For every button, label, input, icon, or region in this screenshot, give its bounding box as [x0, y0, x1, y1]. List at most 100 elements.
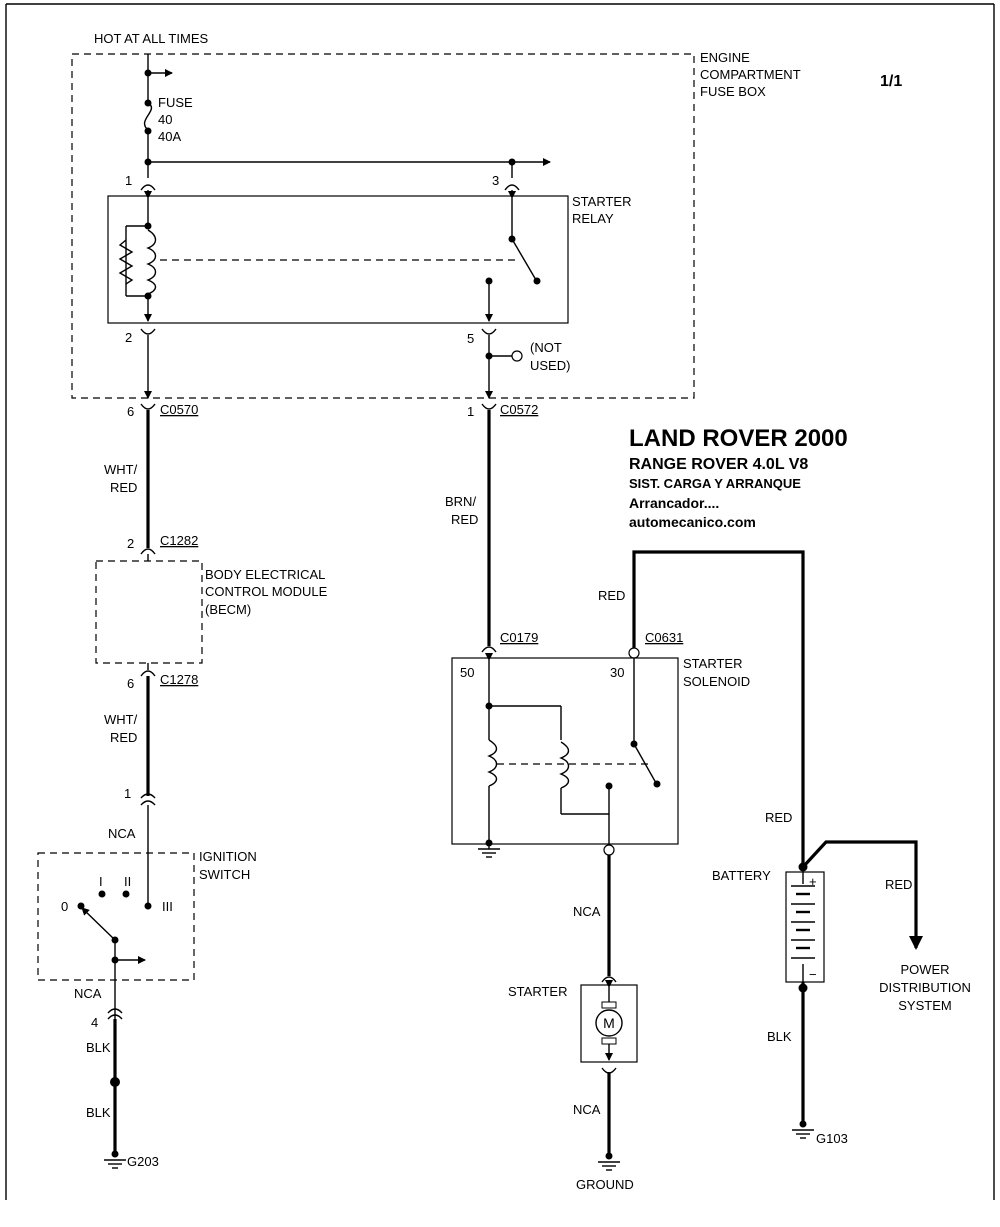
wire-label-red-3: RED	[885, 877, 912, 892]
wire-label-nca-2: NCA	[74, 986, 102, 1001]
c0179-connector	[481, 646, 497, 653]
relay-label-2: RELAY	[572, 211, 614, 226]
solenoid-ground-icon	[478, 843, 500, 858]
ign-pos-0: 0	[61, 899, 68, 914]
c0572-connector	[481, 403, 497, 410]
pin-2-connector	[140, 328, 156, 335]
ign-switch-blade	[81, 907, 116, 941]
wire-label-nca-1: NCA	[108, 826, 136, 841]
pin-5-connector	[481, 328, 497, 335]
ign-pos-ii-contact	[122, 890, 130, 898]
c1282-pin: 2	[127, 536, 134, 551]
wire-label-red-2: RED	[765, 810, 792, 825]
relay-pin-2: 2	[125, 330, 132, 345]
fuse-box: ENGINE COMPARTMENT FUSE BOX	[71, 50, 801, 399]
fuse-box-label-3: FUSE BOX	[700, 84, 766, 99]
c0179-label: C0179	[500, 630, 538, 645]
solenoid-contact-blade	[633, 743, 657, 784]
title-system: SIST. CARGA Y ARRANQUE	[629, 476, 801, 491]
g203-label: G203	[127, 1154, 159, 1169]
ign-pin-1: 1	[124, 786, 131, 801]
c1282-label: C1282	[160, 533, 198, 548]
starter-motor: M STARTER	[508, 976, 638, 1074]
wire-label-blk-3: BLK	[767, 1029, 792, 1044]
fuse-box-label-1: ENGINE	[700, 50, 750, 65]
wire-label-red-1: RED	[598, 588, 625, 603]
relay-switch-blade	[511, 238, 537, 281]
wire-label-blk-2: BLK	[86, 1105, 111, 1120]
ign-pos-ii: II	[124, 874, 131, 889]
c1282-connector	[140, 548, 156, 555]
ground-starter-icon	[598, 1152, 620, 1171]
wire-label-nca-3: NCA	[573, 904, 601, 919]
wire-red-pds	[801, 840, 923, 950]
ign-pos-i-contact	[98, 890, 106, 898]
fuse-40: FUSE 40 40A	[143, 54, 551, 178]
not-used-label-1: (NOT	[530, 340, 562, 355]
relay-pin-5: 5	[467, 331, 474, 346]
resistor-icon	[118, 239, 134, 285]
ign-pin-4-connector-top	[107, 1008, 123, 1014]
pds-label-1: POWER	[900, 962, 949, 977]
pds-label-3: SYSTEM	[898, 998, 951, 1013]
motor-icon	[595, 1009, 623, 1037]
fuse-box-label-2: COMPARTMENT	[700, 67, 801, 82]
c0631-label: C0631	[645, 630, 683, 645]
ignition-label-1: IGNITION	[199, 849, 257, 864]
starter-label: STARTER	[508, 984, 567, 999]
ground-label: GROUND	[576, 1177, 634, 1192]
wire-red-battery-solenoid	[632, 550, 805, 865]
pin-3-connector	[504, 184, 520, 191]
c0570-label: C0570	[160, 402, 198, 417]
ign-pos-iii: III	[162, 899, 173, 914]
relay-label-1: STARTER	[572, 194, 631, 209]
ign-pos-iii-contact	[144, 902, 152, 910]
fuse-name: FUSE	[158, 95, 193, 110]
c1278-pin: 6	[127, 676, 134, 691]
becm-label-3: (BECM)	[205, 602, 251, 617]
wire-label-nca-4: NCA	[573, 1102, 601, 1117]
c0570-connector	[140, 403, 156, 410]
battery: + − BATTERY	[712, 868, 825, 983]
becm-label-2: CONTROL MODULE	[205, 584, 328, 599]
title-site: automecanico.com	[629, 514, 756, 530]
title-block: LAND ROVER 2000 RANGE ROVER 4.0L V8 SIST…	[629, 425, 848, 530]
pds-label: POWER DISTRIBUTION SYSTEM	[879, 962, 971, 1013]
ground-g103-icon	[792, 1120, 814, 1139]
title-model: RANGE ROVER 4.0L V8	[629, 456, 808, 473]
c1278-label: C1278	[160, 672, 198, 687]
g103-label: G103	[816, 1131, 848, 1146]
ignition-switch: IGNITION SWITCH 0 I II III	[37, 849, 257, 1020]
pds-label-2: DISTRIBUTION	[879, 980, 971, 995]
c0572-label: C0572	[500, 402, 538, 417]
wire-label-brn-red-b: RED	[451, 512, 478, 527]
title-main: LAND ROVER 2000	[629, 425, 848, 452]
c0570-pin: 6	[127, 404, 134, 419]
hot-at-all-times-label: HOT AT ALL TIMES	[94, 31, 208, 46]
wire-label-wht-red-1a: WHT/	[104, 462, 138, 477]
ign-pin-1-connector-bottom	[140, 800, 156, 806]
fuse-number: 40	[158, 112, 172, 127]
fuse-icon	[143, 102, 153, 131]
not-used-label-2: USED)	[530, 358, 570, 373]
ign-pin-1-connector-top	[140, 793, 156, 799]
c0572-pin: 1	[467, 404, 474, 419]
starter-solenoid: STARTER SOLENOID 50 30	[451, 653, 750, 850]
solenoid-label-2: SOLENOID	[683, 674, 750, 689]
relay-pin-1: 1	[125, 173, 132, 188]
battery-label: BATTERY	[712, 868, 771, 883]
hold-in-coil-icon	[559, 741, 570, 789]
motor-symbol: M	[603, 1015, 615, 1031]
ground-g203-icon	[104, 1150, 126, 1169]
solenoid-terminal-50: 50	[460, 665, 474, 680]
fuse-rating: 40A	[158, 129, 181, 144]
not-used-terminal	[511, 350, 523, 362]
pin-1-connector	[140, 184, 156, 191]
page-label: 1/1	[880, 73, 902, 90]
relay-coil-icon	[146, 229, 157, 295]
becm-label-1: BODY ELECTRICAL	[205, 567, 325, 582]
wire-label-wht-red-2a: WHT/	[104, 712, 138, 727]
battery-plus: +	[809, 874, 817, 889]
title-section: Arrancador....	[629, 495, 719, 511]
